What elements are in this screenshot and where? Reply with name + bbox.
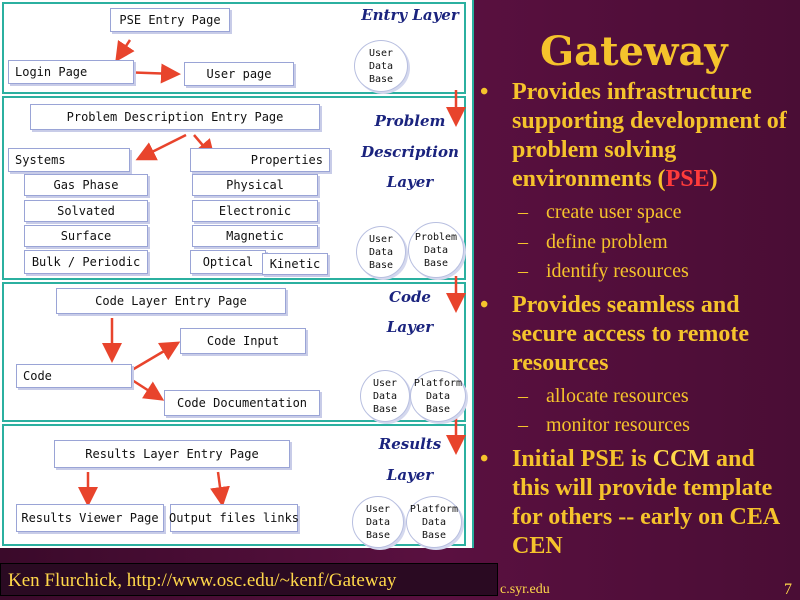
entry-layer-label: Entry Layer [361,6,459,24]
code-user-database: User Data Base [360,370,410,422]
entry-user-database: User Data Base [354,40,408,92]
problem-layer-label-3: Layer [386,173,434,191]
bullet-1-text: Provides infrastructure supporting devel… [512,79,787,192]
bullet-1-pse: PSE [665,166,710,192]
code-entry-page-box: Code Layer Entry Page [56,288,286,314]
footer-box [0,563,498,596]
bullet-1-close: ) [709,166,718,192]
code-input-box: Code Input [180,328,306,354]
sub-bullet: allocate resources [478,382,796,412]
page-number: 7 [784,581,792,598]
author-footer: Ken Flurchick, http://www.osc.edu/~kenf/… [8,570,397,591]
arrow-to-code-doc [131,378,165,401]
arrow-to-login [115,39,135,63]
bullet-initial-pse: Initial PSE is CCM and this will provide… [478,445,796,561]
code-documentation-box: Code Documentation [164,390,320,416]
arrow-to-systems [135,133,187,161]
code-box: Code [16,364,132,388]
login-page-box: Login Page [8,60,134,84]
solvated-box: Solvated [24,200,148,222]
problem-user-database: User Data Base [356,226,406,278]
properties-box: Properties [190,148,330,172]
entry-layer-band [2,2,466,94]
problem-layer-label-1: Problem [374,112,446,130]
code-layer-label-2: Layer [386,318,434,336]
physical-box: Physical [192,174,318,196]
results-user-database: User Data Base [352,496,404,548]
problem-layer-label-2: Description [361,143,459,161]
bullet-3-text: Initial PSE is [512,445,653,472]
arrow-to-output [210,471,230,507]
surface-box: Surface [24,225,148,247]
sub-bullet: define problem [478,228,796,258]
kinetic-box: Kinetic [262,253,328,275]
bullet-infrastructure: Provides infrastructure supporting devel… [478,78,796,194]
code-layer-label-1: Code [389,288,431,306]
bullet-seamless-access: Provides seamless and secure access to r… [478,291,796,378]
flow-arrows [78,39,466,507]
results-entry-page-box: Results Layer Entry Page [54,440,290,468]
results-layer-label-1: Results [378,435,442,453]
systems-box: Systems [8,148,130,172]
results-layer-band [2,424,466,546]
architecture-diagram: PSE Entry Page Login Page User page Entr… [0,0,474,548]
results-layer-label-2: Layer [386,466,434,484]
user-page-box: User page [184,62,294,86]
magnetic-box: Magnetic [192,225,318,247]
code-platform-database: Platform Data Base [410,370,466,422]
electronic-box: Electronic [192,200,318,222]
problem-data-database: Problem Data Base [408,222,464,278]
bulk-periodic-box: Bulk / Periodic [24,250,148,274]
results-platform-database: Platform Data Base [406,496,462,548]
sub-bullet: create user space [478,198,796,228]
bullet-list: Provides infrastructure supporting devel… [478,78,796,565]
code-layer-band [2,282,466,422]
results-viewer-page-box: Results Viewer Page [16,504,164,532]
arrow-to-code-input [131,341,181,372]
footer-domain: c.syr.edu [500,582,550,597]
gas-phase-box: Gas Phase [24,174,148,196]
problem-entry-page-box: Problem Description Entry Page [30,104,320,130]
problem-layer-band [2,96,466,280]
sub-bullet: identify resources [478,257,796,287]
sub-bullet: monitor resources [478,411,796,441]
bullet-3-rest: and this will provide template for other… [512,445,779,559]
output-files-links-box: Output files links [169,504,299,532]
pse-entry-page-box: PSE Entry Page [110,8,230,32]
bullet-3-ccm: CCM [652,445,711,472]
slide-title: Gateway [540,28,728,75]
optical-box: Optical [190,250,266,274]
